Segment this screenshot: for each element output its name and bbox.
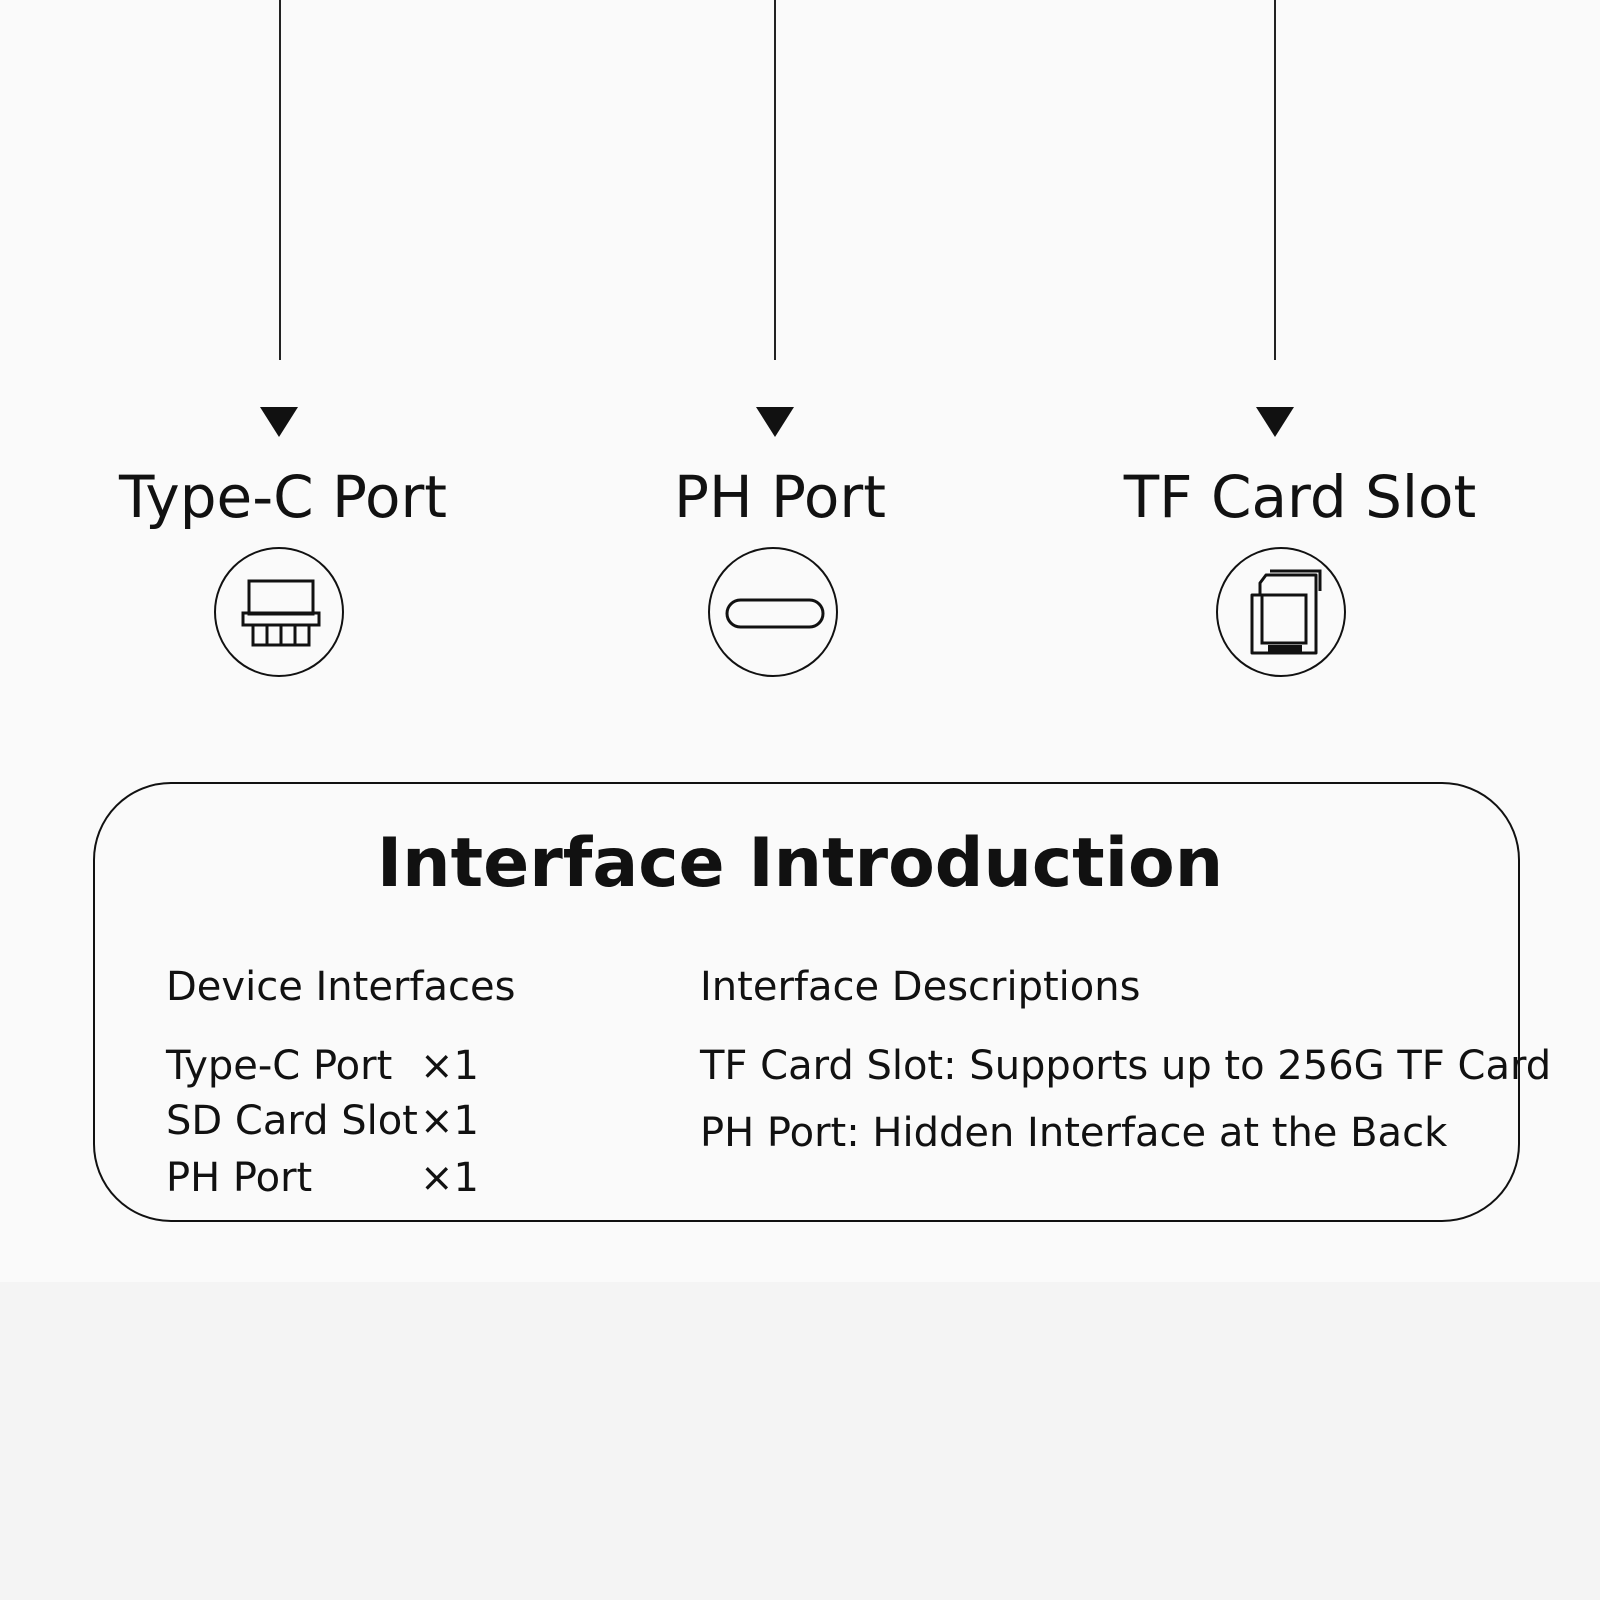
leader-line-type-c bbox=[279, 0, 281, 360]
sd-card-icon bbox=[1216, 547, 1346, 677]
info-title: Interface Introduction bbox=[376, 824, 1224, 903]
device-name-ph: PH Port bbox=[166, 1155, 313, 1201]
arrow-down-icon bbox=[1256, 407, 1294, 437]
device-name-type-c: Type-C Port bbox=[166, 1043, 393, 1089]
port-label-ph: PH Port bbox=[673, 463, 886, 531]
oval-slot-icon-graphic bbox=[725, 598, 825, 629]
device-name-sd-card: SD Card Slot bbox=[166, 1098, 418, 1144]
device-qty-ph: ×1 bbox=[420, 1155, 479, 1201]
usb-connector-icon-graphic bbox=[241, 579, 321, 647]
device-qty-sd-card: ×1 bbox=[420, 1098, 479, 1144]
arrow-down-icon bbox=[756, 407, 794, 437]
description-tf-card: TF Card Slot: Supports up to 256G TF Car… bbox=[700, 1043, 1552, 1089]
port-label-tf: TF Card Slot bbox=[1123, 463, 1477, 531]
usb-connector-icon bbox=[214, 547, 344, 677]
description-ph-port: PH Port: Hidden Interface at the Back bbox=[700, 1110, 1448, 1156]
port-label-type-c: Type-C Port bbox=[118, 463, 448, 531]
leader-line-tf bbox=[1274, 0, 1276, 360]
interface-descriptions-heading: Interface Descriptions bbox=[700, 964, 1141, 1010]
sd-card-icon-graphic bbox=[1250, 569, 1322, 655]
oval-slot-icon bbox=[708, 547, 838, 677]
arrow-down-icon bbox=[260, 407, 298, 437]
device-interfaces-heading: Device Interfaces bbox=[166, 964, 516, 1010]
leader-line-ph bbox=[774, 0, 776, 360]
device-qty-type-c: ×1 bbox=[420, 1043, 479, 1089]
interface-info-box bbox=[93, 782, 1520, 1222]
diagram-panel: Type-C Port PH Port TF Card Slot Interfa… bbox=[93, 0, 1552, 1222]
